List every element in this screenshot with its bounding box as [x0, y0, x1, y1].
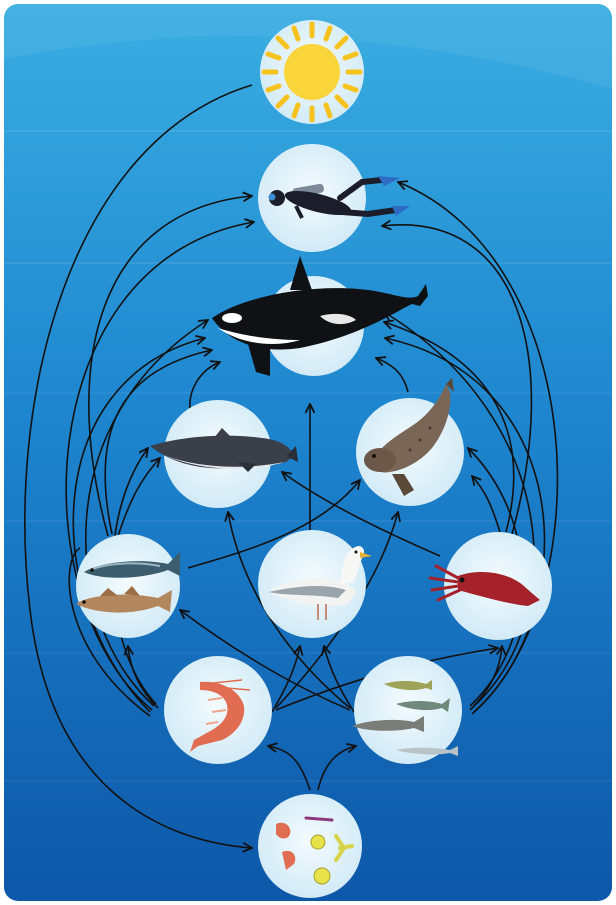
fish-node [76, 534, 180, 638]
shrimp-node [164, 656, 272, 764]
plankton-node [258, 794, 362, 898]
sun-node [260, 20, 364, 124]
sun-icon [264, 24, 360, 120]
